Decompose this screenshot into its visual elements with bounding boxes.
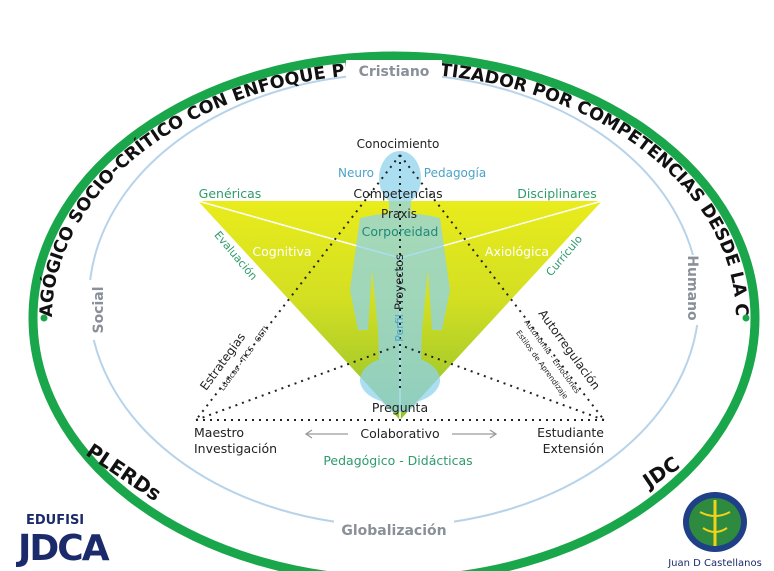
label-pregunta: Pregunta (372, 400, 428, 415)
svg-text:JDCA: JDCA (15, 528, 110, 569)
label-conocimiento: Conocimiento (357, 137, 440, 151)
dotted-lines (195, 154, 605, 421)
ring-label-cristiano: Cristiano (359, 64, 430, 80)
ring-label-globalizacion: Globalización (341, 523, 446, 539)
label-estudiante: Estudiante (537, 425, 604, 440)
svg-text:Juan D Castellanos: Juan D Castellanos (667, 558, 762, 569)
collab-arrows (304, 429, 498, 439)
ring-label-social: Social (91, 286, 107, 333)
label-genericas: Genéricas (199, 186, 262, 201)
ring-label-humano: Humano (684, 255, 700, 321)
label-perfil: Perfil (393, 314, 406, 342)
title-dot-right (742, 314, 750, 322)
label-jdc: JDC (637, 451, 684, 494)
label-colaborativo: Colaborativo (360, 426, 439, 441)
svg-text:EDUFISI: EDUFISI (26, 513, 84, 528)
outer-ring (28, 51, 760, 571)
juan-castellanos-logo: Juan D Castellanos (667, 492, 762, 569)
label-investigacion: Investigación (194, 441, 277, 456)
label-disciplinares: Disciplinares (517, 186, 597, 201)
label-competencias: Competencias (353, 186, 442, 201)
label-pedagogico-didacticas: Pedagógico - Didácticas (323, 453, 472, 468)
label-maestro: Maestro (194, 425, 244, 440)
label-cognitiva: Cognitiva (252, 244, 311, 259)
title-dot-left (40, 314, 48, 322)
edufisi-logo: EDUFISI JDCA (15, 513, 112, 569)
label-extension: Extensión (543, 441, 604, 456)
label-praxis: Praxis (381, 207, 417, 221)
label-corporeidad: Corporeidad (362, 224, 439, 239)
label-proyectos: Proyectos (392, 254, 406, 310)
label-neuro: Neuro (338, 166, 374, 180)
label-axiologica: Axiológica (485, 244, 549, 259)
label-pedagogia: Pedagogía (424, 166, 486, 180)
